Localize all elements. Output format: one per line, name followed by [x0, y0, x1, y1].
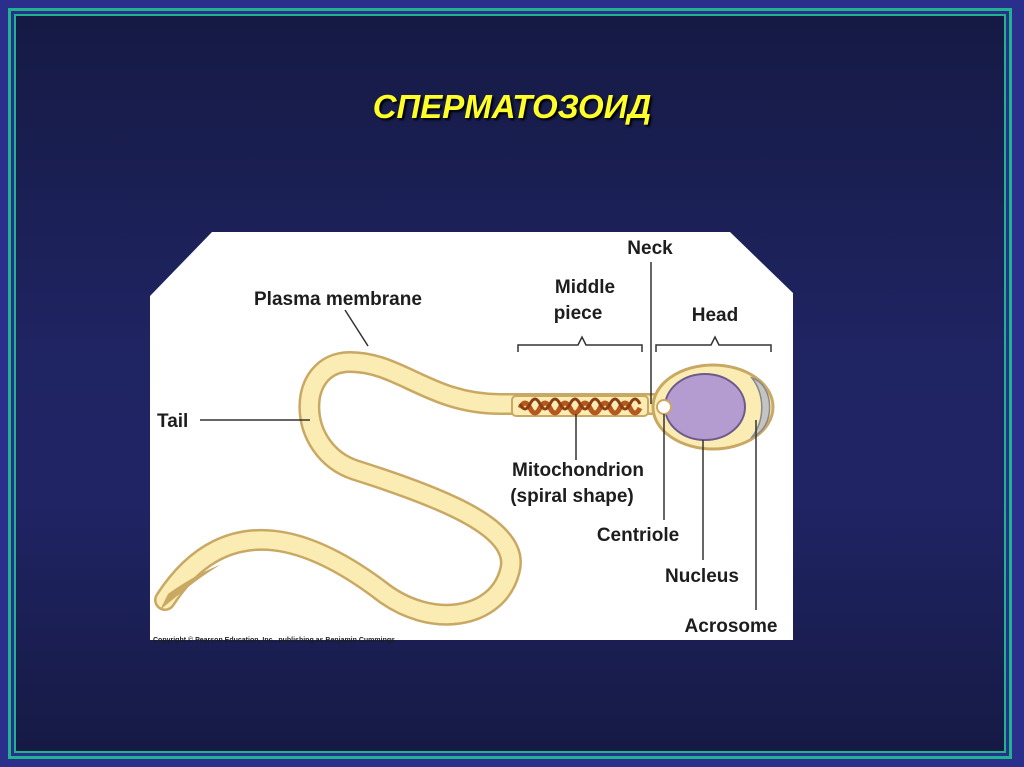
- plasma-membrane-label: Plasma membrane: [254, 289, 422, 310]
- plasma-membrane-leader-line: [344, 309, 369, 347]
- middle-piece: [511, 395, 649, 417]
- acrosome-shape: [749, 376, 771, 439]
- nucleus-shape: [664, 373, 746, 441]
- copyright-text: Copyright © Pearson Education, Inc., pub…: [153, 636, 395, 644]
- slide-outer-border: [8, 8, 1012, 759]
- sperm-head: [651, 363, 775, 451]
- head-bracket: [655, 335, 772, 352]
- neck-label: Neck: [627, 238, 673, 259]
- mitochondrion-label-line2: (spiral shape): [510, 486, 634, 507]
- diagram-panel: [150, 232, 793, 640]
- centriole-shape: [656, 399, 672, 415]
- head-label: Head: [692, 305, 738, 326]
- acrosome-label: Acrosome: [685, 616, 778, 637]
- nucleus-label: Nucleus: [665, 566, 739, 587]
- sperm-tail: [154, 350, 666, 626]
- middle-piece-label-line1: Middle: [555, 277, 615, 298]
- middle-piece-bracket: [517, 335, 643, 352]
- centriole-label: Centriole: [597, 525, 679, 546]
- mitochondrion-spiral: [517, 400, 643, 416]
- slide-title: СПЕРМАТОЗОИД: [372, 88, 652, 125]
- tail-label: Tail: [157, 411, 188, 432]
- middle-piece-label-line2: piece: [554, 303, 603, 324]
- mitochondrion-label-line1: Mitochondrion: [512, 460, 644, 481]
